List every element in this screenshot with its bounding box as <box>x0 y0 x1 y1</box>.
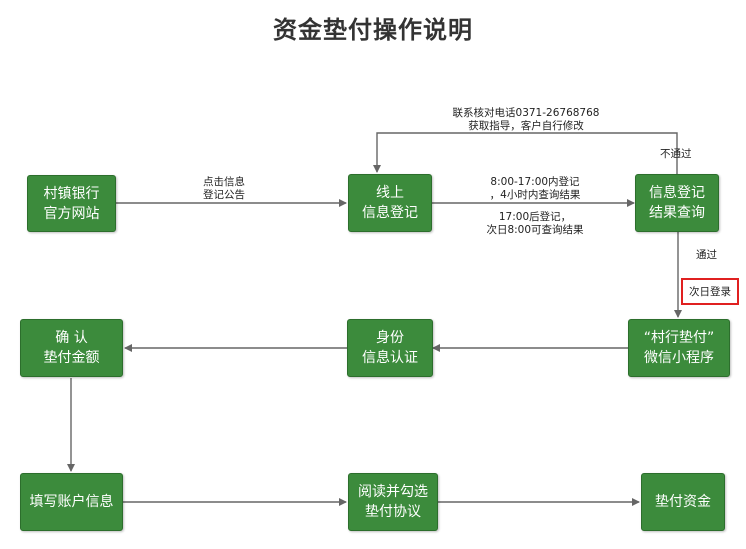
node-read-agreement: 阅读并勾选 垫付协议 <box>348 473 438 531</box>
node-advance-funds-label: 垫付资金 <box>655 494 711 510</box>
label-contact-phone: 联系核对电话0371-26768768 获取指导，客户自行修改 <box>452 107 600 132</box>
node-online-register-label: 线上 信息登记 <box>362 185 418 221</box>
label-not-passed: 不通过 <box>660 148 692 160</box>
node-bank-website: 村镇银行 官方网站 <box>27 175 116 232</box>
node-read-agreement-label: 阅读并勾选 垫付协议 <box>358 484 428 520</box>
node-result-query: 信息登记 结果查询 <box>635 174 719 232</box>
highlight-next-day-login: 次日登录 <box>681 278 739 305</box>
label-register-before-17: 8:00-17:00内登记 ，4小时内查询结果 <box>489 176 581 201</box>
node-identity-verify: 身份 信息认证 <box>347 319 433 377</box>
arrow-query-back-to-register <box>373 132 678 174</box>
label-click-notice: 点击信息 登记公告 <box>203 176 245 201</box>
node-fill-account-label: 填写账户信息 <box>29 494 114 510</box>
node-online-register: 线上 信息登记 <box>348 174 432 232</box>
node-mini-program-label: “村行垫付” 微信小程序 <box>643 330 715 366</box>
page-title: 资金垫付操作说明 <box>273 16 473 44</box>
node-mini-program: “村行垫付” 微信小程序 <box>628 319 730 377</box>
node-identity-verify-label: 身份 信息认证 <box>362 330 418 366</box>
node-confirm-amount: 确 认 垫付金额 <box>20 319 123 377</box>
node-fill-account: 填写账户信息 <box>20 473 123 531</box>
node-result-query-label: 信息登记 结果查询 <box>649 185 705 221</box>
label-next-day-login: 次日登录 <box>689 286 731 298</box>
node-confirm-amount-label: 确 认 垫付金额 <box>43 330 100 366</box>
label-passed: 通过 <box>696 249 717 261</box>
node-bank-website-label: 村镇银行 官方网站 <box>43 185 100 222</box>
node-advance-funds: 垫付资金 <box>641 473 725 531</box>
label-register-after-17: 17:00后登记， 次日8:00可查询结果 <box>486 211 584 236</box>
